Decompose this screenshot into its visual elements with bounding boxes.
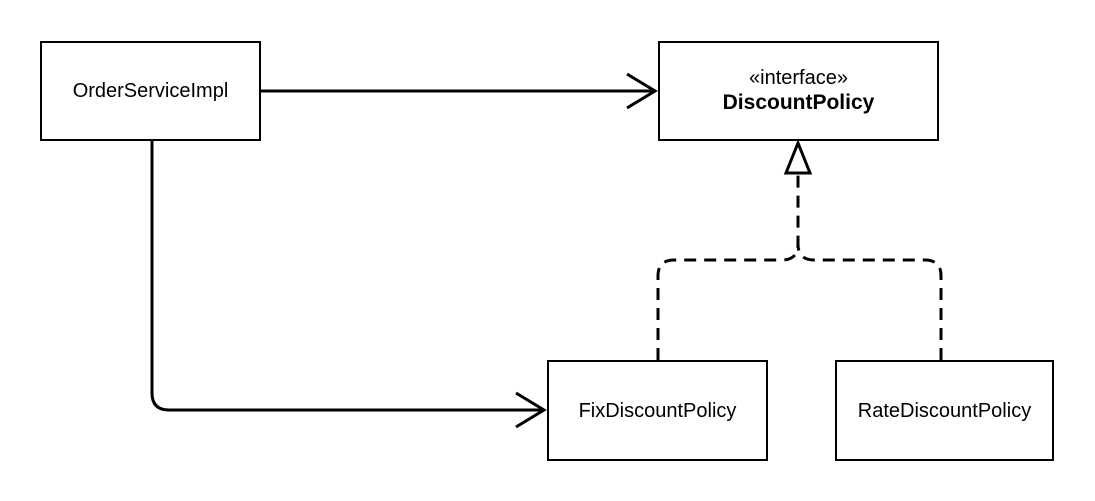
edge-order-to-fixdiscountpolicy xyxy=(150,141,547,429)
class-label: RateDiscountPolicy xyxy=(857,399,1032,422)
interface-label: DiscountPolicy xyxy=(722,91,875,115)
interface-stereotype: «interface» xyxy=(749,67,848,90)
class-rate-discount-policy[interactable]: RateDiscountPolicy xyxy=(835,360,1054,461)
realization-arrowhead xyxy=(783,138,813,175)
class-order-service-impl[interactable]: OrderServiceImpl xyxy=(40,41,261,141)
class-fix-discount-policy[interactable]: FixDiscountPolicy xyxy=(547,360,768,461)
edge-realization-to-discountpolicy xyxy=(656,138,943,360)
interface-discount-policy[interactable]: «interface» DiscountPolicy xyxy=(658,41,939,141)
class-label: OrderServiceImpl xyxy=(72,80,229,102)
edge-order-to-discountpolicy xyxy=(261,72,658,110)
class-label: FixDiscountPolicy xyxy=(578,399,737,422)
